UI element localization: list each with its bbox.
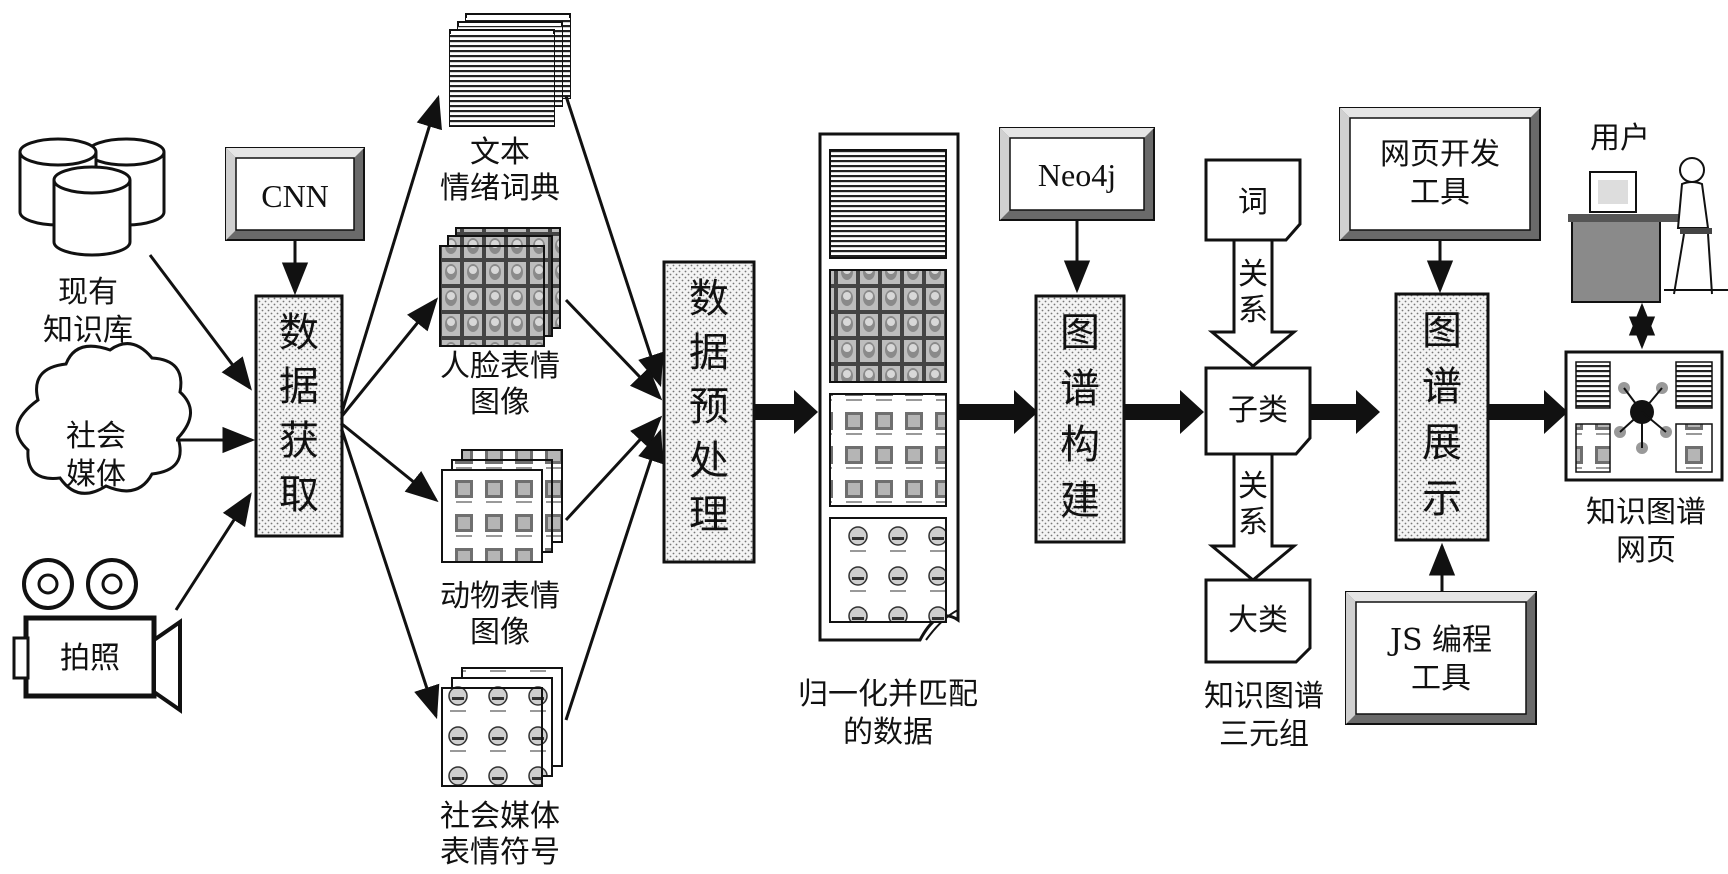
normalized-label-line1: 归一化并匹配: [798, 677, 978, 712]
relation-1-char-2: 系: [1238, 293, 1268, 328]
animal-images-label-line2: 图像: [470, 615, 530, 650]
neo4j-box: [999, 127, 1155, 221]
text-dictionary-doc-stack: [449, 13, 571, 127]
emoji-images-stack: [441, 667, 563, 787]
arrow-photo-to-acquire: [174, 492, 252, 611]
existing-kb-label-line1: 现有: [58, 275, 118, 310]
existing-kb-database-icon: [18, 137, 166, 257]
animal-images-stack: [441, 449, 563, 563]
emoji-label-line1: 社会媒体: [440, 799, 560, 834]
data-acquire-box: [254, 294, 344, 538]
relation-2-char-1: 关: [1238, 469, 1268, 504]
graph-display-char-2: 谱: [1422, 364, 1462, 410]
social-media-label-line1: 社会: [66, 419, 126, 454]
arrow-acquire-to-face: [340, 297, 439, 417]
data-acquire-char-2: 据: [279, 364, 319, 410]
arrow-acquire-to-animal: [341, 422, 439, 503]
preprocess-char-4: 处: [689, 438, 729, 484]
graph-build-char-2: 谱: [1060, 366, 1100, 412]
social-media-cloud-icon: [15, 342, 192, 495]
cnn-box: [225, 147, 365, 241]
arrow-text-to-preprocess: [564, 95, 664, 388]
thick-arrow-build-to-triple: [1124, 390, 1204, 434]
triple-caption-line1: 知识图谱: [1204, 679, 1324, 714]
face-images-label-line2: 图像: [470, 385, 530, 420]
webdev-tools-box: [1339, 107, 1541, 241]
webdev-label-line1: 网页开发: [1380, 137, 1500, 172]
graph-build-char-3: 构: [1060, 422, 1100, 468]
photo-label: 拍照: [60, 641, 120, 676]
word-label: 词: [1238, 185, 1268, 220]
thick-arrow-triple-to-display: [1310, 390, 1380, 434]
category-doc-node: [1204, 578, 1312, 664]
graph-display-char-1: 图: [1422, 308, 1462, 354]
arrow-animal-to-preprocess: [564, 415, 663, 522]
text-dictionary-label-line2: 情绪词典: [440, 171, 560, 206]
normalized-data-panel: [818, 132, 960, 642]
triple-caption-line2: 三元组: [1219, 717, 1309, 752]
relation-arrow-1: [1207, 238, 1299, 368]
kg-webpage-label-line1: 知识图谱: [1586, 495, 1706, 530]
category-label: 大类: [1228, 603, 1288, 638]
relation-2-char-2: 系: [1238, 505, 1268, 540]
thick-arrow-preprocess-to-normalized: [754, 390, 818, 434]
graph-display-char-3: 展: [1422, 420, 1462, 466]
preprocess-box: [662, 260, 756, 564]
data-acquire-char-1: 数: [279, 310, 319, 356]
thick-arrow-display-to-webpage: [1488, 390, 1568, 434]
graph-display-char-4: 示: [1422, 476, 1462, 522]
social-media-label-line2: 媒体: [66, 457, 126, 492]
face-images-stack: [439, 227, 561, 347]
word-doc-node: [1204, 158, 1302, 242]
preprocess-char-1: 数: [689, 276, 729, 322]
text-dictionary-label-line1: 文本: [470, 135, 530, 170]
graph-build-char-4: 建: [1060, 478, 1100, 524]
arrow-emoji-to-preprocess: [564, 428, 664, 721]
kg-webpage-panel: [1564, 350, 1724, 482]
subclass-doc-node: [1204, 366, 1312, 456]
arrow-acquire-to-text: [340, 94, 442, 413]
js-label-line2: 工具: [1411, 661, 1471, 696]
face-images-label-line1: 人脸表情: [440, 349, 560, 384]
preprocess-char-2: 据: [689, 330, 729, 376]
animal-images-label-line1: 动物表情: [440, 579, 560, 614]
video-camera-icon: [12, 558, 182, 714]
relation-1-char-1: 关: [1238, 257, 1268, 292]
js-label-line1: JS 编程: [1387, 623, 1492, 658]
existing-kb-label-line2: 知识库: [43, 313, 133, 348]
relation-arrow-2: [1207, 452, 1299, 582]
kg-webpage-label-line2: 网页: [1616, 533, 1676, 568]
arrow-kb-to-acquire: [148, 254, 252, 391]
data-acquire-char-3: 获: [279, 418, 319, 464]
preprocess-char-5: 理: [689, 492, 729, 538]
user-at-computer-icon: [1568, 157, 1728, 303]
normalized-label-line2: 的数据: [843, 715, 933, 750]
js-tools-box: [1345, 591, 1537, 725]
cnn-label: CNN: [261, 178, 329, 214]
data-acquire-char-4: 取: [279, 472, 319, 518]
preprocess-char-3: 预: [689, 384, 729, 430]
thick-arrow-normalized-to-build: [958, 390, 1038, 434]
neo4j-label: Neo4j: [1038, 157, 1116, 193]
arrow-face-to-preprocess: [564, 298, 663, 401]
subclass-label: 子类: [1228, 393, 1288, 428]
arrow-acquire-to-emoji: [340, 429, 440, 720]
graph-build-char-1: 图: [1060, 310, 1100, 356]
webdev-label-line2: 工具: [1410, 175, 1470, 210]
graph-display-box: [1394, 292, 1490, 542]
emoji-label-line2: 表情符号: [440, 835, 560, 870]
user-label: 用户: [1590, 121, 1650, 156]
